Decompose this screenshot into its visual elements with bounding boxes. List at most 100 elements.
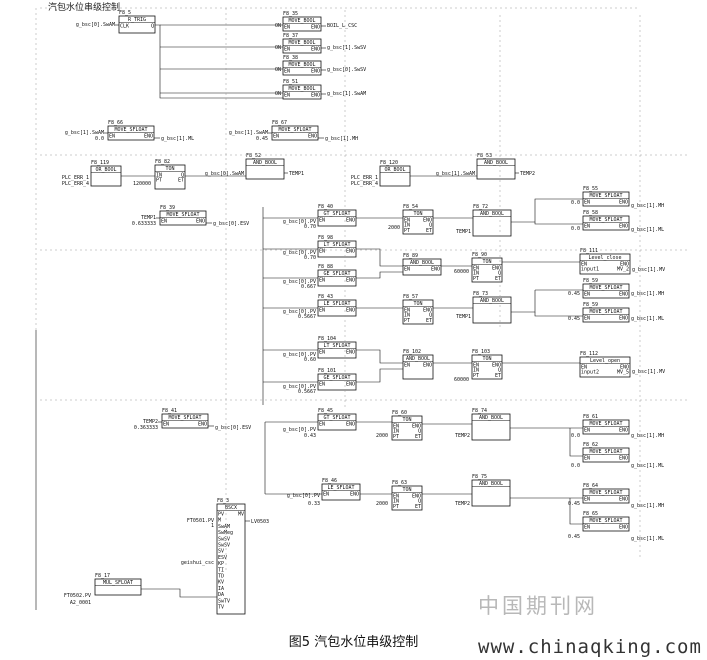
port-out-label: ENO	[620, 365, 629, 371]
block-type-label: LT_SFLOAT	[323, 343, 350, 349]
port-in-label: EN	[284, 69, 290, 75]
port-out-label: ENO	[346, 422, 355, 428]
port-out-label: ENO	[412, 494, 421, 500]
input-value: 0.0	[571, 226, 580, 232]
output-value: TEMP1	[289, 171, 304, 177]
input-value: 0.45	[568, 534, 580, 540]
input-value: g_bsc[1].SwAM	[229, 130, 268, 136]
port-in-label: EN	[473, 266, 479, 272]
port-in-label: IN	[393, 499, 399, 505]
input-value: PLC_ERR_4	[351, 181, 378, 187]
output-value: g_bsc[1].ML	[161, 136, 194, 142]
block-frame	[582, 215, 630, 231]
port-in-label: SwSV	[218, 536, 230, 542]
block-type-label: MOVE_BOOL	[288, 86, 315, 92]
port-in-label: M	[218, 518, 221, 524]
port-in-label: TV	[218, 605, 224, 611]
port-in-label: KP	[218, 561, 224, 567]
port-in-label: TI	[218, 567, 224, 573]
input-value: 0.667	[301, 284, 316, 290]
input-value: g_bsc[0].SwAM	[205, 171, 244, 177]
wire	[569, 498, 583, 525]
input-value: 0.70	[304, 255, 316, 261]
input-value: geishui_csc	[181, 560, 214, 566]
block-frame	[321, 483, 361, 501]
port-in-label: EN	[404, 267, 410, 273]
block-type-label: OR_BOOL	[95, 167, 116, 173]
block-type-label: MOVE_SFLOAT	[589, 490, 622, 496]
block-type-label: TON	[165, 166, 174, 172]
block-type-label: R_TRIG	[128, 17, 146, 23]
wire	[356, 248, 403, 267]
port-out-label: ENO	[619, 292, 628, 298]
block-ref-label: F8_45	[318, 408, 333, 414]
block-type-label: TON	[482, 356, 491, 362]
port-in-label: IN	[156, 173, 162, 179]
block-ref-label: F8_98	[318, 235, 333, 241]
port-out-label: ENO	[144, 134, 153, 140]
output-value: g_bsc[0].SwSV	[327, 67, 366, 73]
port-out-label: ENO	[423, 308, 432, 314]
block-ref-label: F8_120	[380, 160, 398, 166]
port-out-label: Q	[418, 429, 421, 435]
block-frame	[282, 16, 322, 32]
block-ref-label: F8_67	[272, 120, 287, 126]
block-frame	[582, 307, 630, 323]
port-in-label: SwMeg	[218, 530, 233, 536]
port-out-label: ENO	[350, 492, 359, 498]
block-type-label: Level_close	[588, 255, 621, 261]
wire	[511, 290, 536, 313]
block-frame	[402, 299, 434, 325]
port-in-label: EN	[584, 292, 590, 298]
port-in-label: EN	[473, 363, 479, 369]
input-value: 0.633333	[132, 221, 156, 227]
fb-bscx[interactable]: F8_3BSCXPVMSwAMSwMegSwSVSwSVSVESVKPTITDK…	[216, 498, 246, 615]
wire	[569, 428, 583, 457]
